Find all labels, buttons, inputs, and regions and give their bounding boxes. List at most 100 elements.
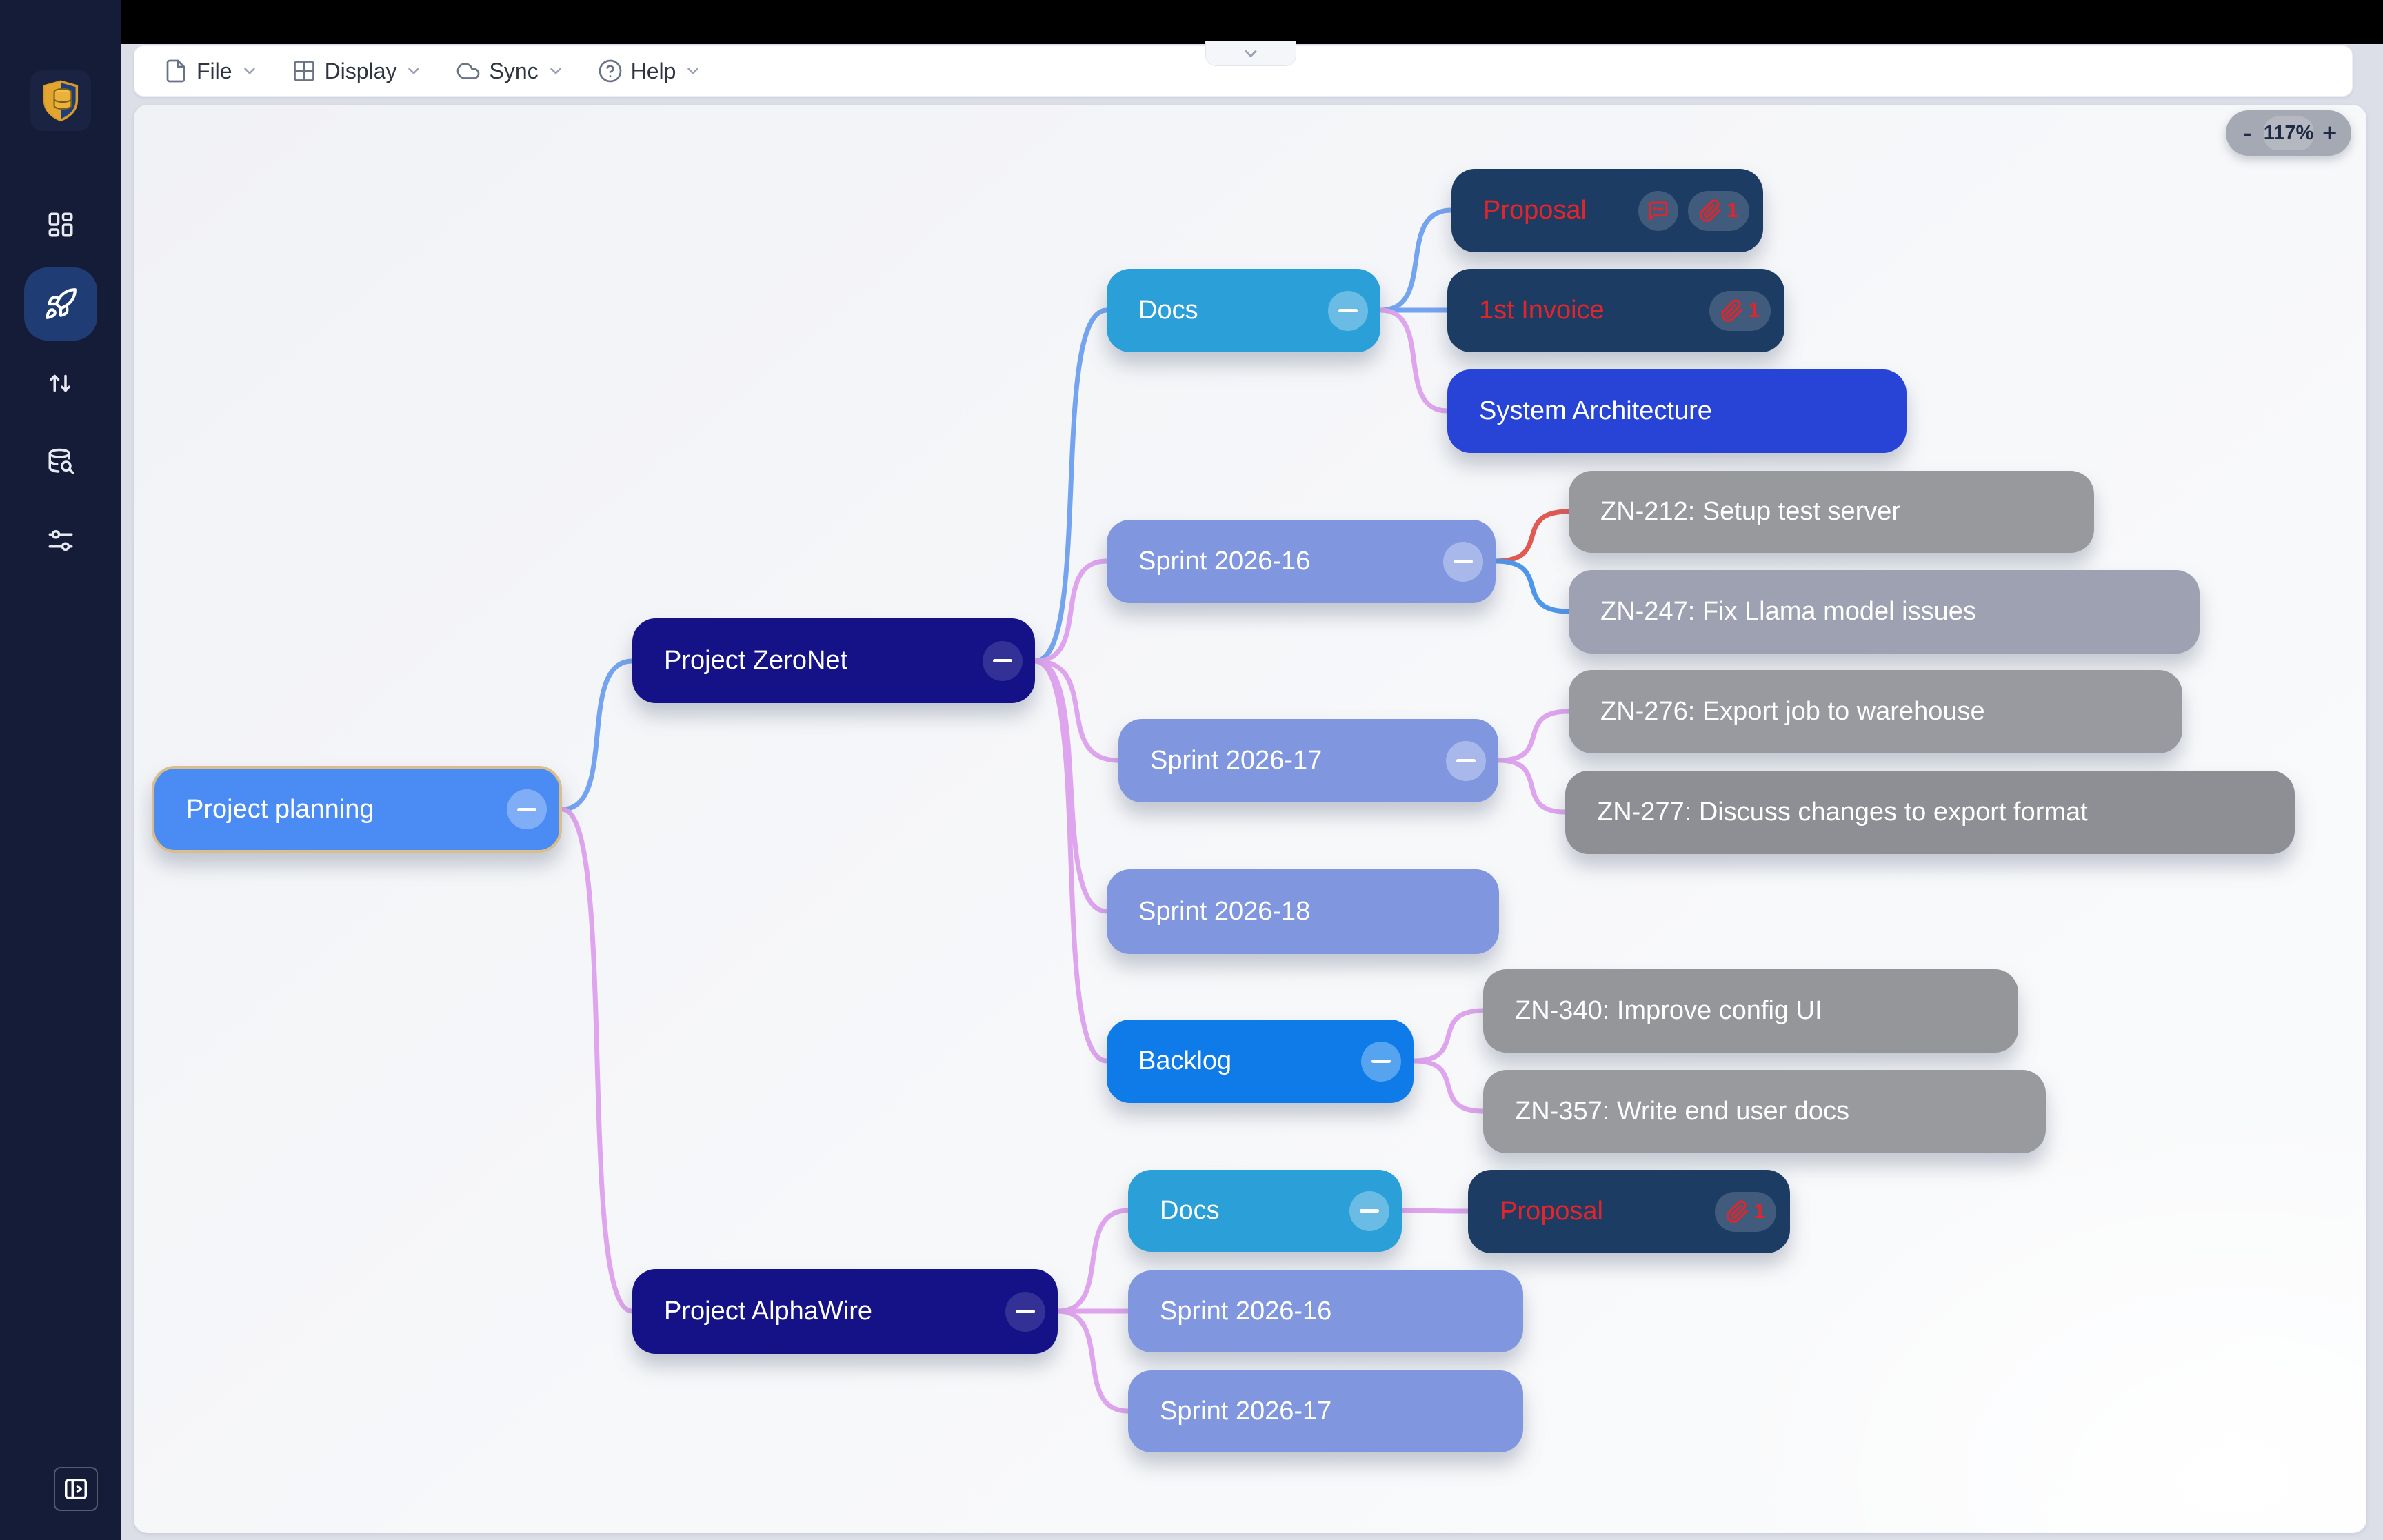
sidebar-item-projects-active[interactable]	[24, 267, 97, 341]
node-sprint-2026-16[interactable]: Sprint 2026-16	[1107, 520, 1496, 603]
mindmap-canvas[interactable]: - 117% + Project planning Project ZeroNet…	[134, 105, 2366, 1533]
sliders-icon	[46, 526, 75, 555]
database-search-icon	[46, 447, 75, 476]
chevron-down-icon	[1241, 44, 1260, 63]
help-circle-icon	[598, 59, 623, 83]
attach-badge[interactable]: 1	[1688, 191, 1749, 231]
node-label: Docs	[1160, 1196, 1220, 1226]
node-label: ZN-276: Export job to warehouse	[1600, 697, 1985, 727]
node-zn-247[interactable]: ZN-247: Fix Llama model issues	[1569, 570, 2200, 654]
node-first-invoice[interactable]: 1st Invoice1	[1447, 269, 1784, 352]
menu-file[interactable]: File	[147, 46, 275, 96]
node-label: Project AlphaWire	[664, 1297, 872, 1326]
chevron-down-icon	[241, 62, 259, 80]
edge	[1058, 1210, 1128, 1311]
minus-icon	[1456, 759, 1476, 762]
sidebar	[0, 0, 121, 1540]
menu-help[interactable]: Help	[581, 46, 719, 96]
node-docs-zeronet[interactable]: Docs	[1107, 269, 1380, 352]
node-sprint-2026-16-aw[interactable]: Sprint 2026-16	[1128, 1270, 1523, 1352]
collapse-button[interactable]	[1349, 1191, 1389, 1231]
edge	[1035, 661, 1107, 1061]
shield-database-logo	[37, 77, 85, 125]
edge	[562, 809, 632, 1311]
node-zn-357[interactable]: ZN-357: Write end user docs	[1483, 1070, 2046, 1153]
node-label: Sprint 2026-17	[1160, 1397, 1331, 1426]
zoom-in-button[interactable]: +	[2313, 115, 2346, 151]
toolbar-collapse-tab[interactable]	[1205, 41, 1296, 66]
attach-badge[interactable]: 1	[1709, 291, 1771, 331]
attachment-count: 1	[1727, 199, 1738, 223]
main-area: File Display Sync Help	[121, 0, 2383, 1540]
sidebar-item-dashboard[interactable]	[46, 210, 76, 240]
panel-open-icon	[63, 1476, 89, 1502]
node-label: ZN-277: Discuss changes to export format	[1597, 798, 2088, 827]
node-sprint-2026-18[interactable]: Sprint 2026-18	[1107, 869, 1499, 954]
node-proposal-alphawire[interactable]: Proposal 1	[1468, 1170, 1790, 1253]
node-label: Sprint 2026-18	[1138, 897, 1310, 926]
node-project-alphawire[interactable]: Project AlphaWire	[632, 1269, 1058, 1354]
node-sprint-2026-17-aw[interactable]: Sprint 2026-17	[1128, 1370, 1523, 1452]
node-project-planning[interactable]: Project planning	[152, 766, 562, 853]
node-label: Sprint 2026-16	[1138, 547, 1310, 576]
edge	[1414, 1061, 1483, 1111]
sidebar-item-settings[interactable]	[46, 525, 76, 556]
edge	[1402, 1210, 1468, 1211]
paperclip-icon	[1699, 199, 1722, 223]
edge	[1380, 210, 1451, 310]
chevron-down-icon	[405, 62, 423, 80]
edge	[1498, 711, 1569, 760]
collapse-button[interactable]	[507, 789, 547, 829]
node-label: Project planning	[186, 795, 374, 824]
node-zn-340[interactable]: ZN-340: Improve config UI	[1483, 969, 2018, 1053]
zoom-control: - 117% +	[2226, 110, 2351, 156]
node-docs-alphawire[interactable]: Docs	[1128, 1170, 1402, 1252]
node-label: Proposal	[1483, 196, 1587, 225]
panel-expand-button[interactable]	[54, 1467, 98, 1511]
attach-badge[interactable]: 1	[1715, 1192, 1776, 1232]
sidebar-item-data-explorer[interactable]	[46, 447, 76, 477]
comment-badge[interactable]	[1638, 191, 1678, 231]
app-logo[interactable]	[30, 70, 91, 131]
node-label: Proposal	[1500, 1197, 1603, 1226]
node-project-zeronet[interactable]: Project ZeroNet	[632, 618, 1035, 703]
collapse-button[interactable]	[1005, 1292, 1045, 1332]
sidebar-item-transfer[interactable]	[46, 368, 76, 398]
collapse-button[interactable]	[1361, 1042, 1401, 1082]
node-zn-212[interactable]: ZN-212: Setup test server	[1569, 471, 2094, 553]
menu-display-label: Display	[325, 59, 397, 84]
comment-icon	[1647, 200, 1669, 222]
node-label: Backlog	[1138, 1046, 1231, 1076]
menu-display[interactable]: Display	[275, 46, 440, 96]
rocket-icon	[43, 287, 78, 321]
node-proposal-zeronet[interactable]: Proposal 1	[1451, 169, 1763, 252]
menu-file-label: File	[197, 59, 232, 84]
edge	[1496, 511, 1569, 561]
minus-icon	[517, 808, 536, 811]
node-label: Sprint 2026-17	[1150, 746, 1322, 776]
top-black-strip	[121, 0, 2383, 44]
node-label: ZN-212: Setup test server	[1600, 497, 1900, 527]
collapse-button[interactable]	[983, 641, 1023, 681]
menu-sync-label: Sync	[489, 59, 538, 84]
node-sprint-2026-17[interactable]: Sprint 2026-17	[1118, 719, 1498, 802]
node-label: ZN-247: Fix Llama model issues	[1600, 597, 1976, 627]
node-backlog[interactable]: Backlog	[1107, 1020, 1414, 1103]
paperclip-icon	[1726, 1200, 1749, 1224]
collapse-button[interactable]	[1443, 542, 1483, 582]
menu-sync[interactable]: Sync	[439, 46, 581, 96]
node-label: ZN-357: Write end user docs	[1515, 1097, 1849, 1126]
node-zn-277[interactable]: ZN-277: Discuss changes to export format	[1565, 771, 2295, 854]
attachment-count: 1	[1748, 299, 1760, 323]
edge	[1498, 760, 1565, 812]
paperclip-icon	[1720, 299, 1744, 323]
collapse-button[interactable]	[1328, 291, 1368, 331]
dashboard-grid-icon	[46, 210, 75, 239]
collapse-button[interactable]	[1446, 741, 1486, 781]
edge	[1035, 661, 1118, 760]
minus-icon	[1338, 309, 1358, 312]
node-system-architecture[interactable]: System Architecture	[1447, 369, 1907, 453]
node-zn-276[interactable]: ZN-276: Export job to warehouse	[1569, 670, 2182, 753]
zoom-out-button[interactable]: -	[2231, 115, 2264, 151]
node-badges: 1	[1638, 191, 1749, 231]
